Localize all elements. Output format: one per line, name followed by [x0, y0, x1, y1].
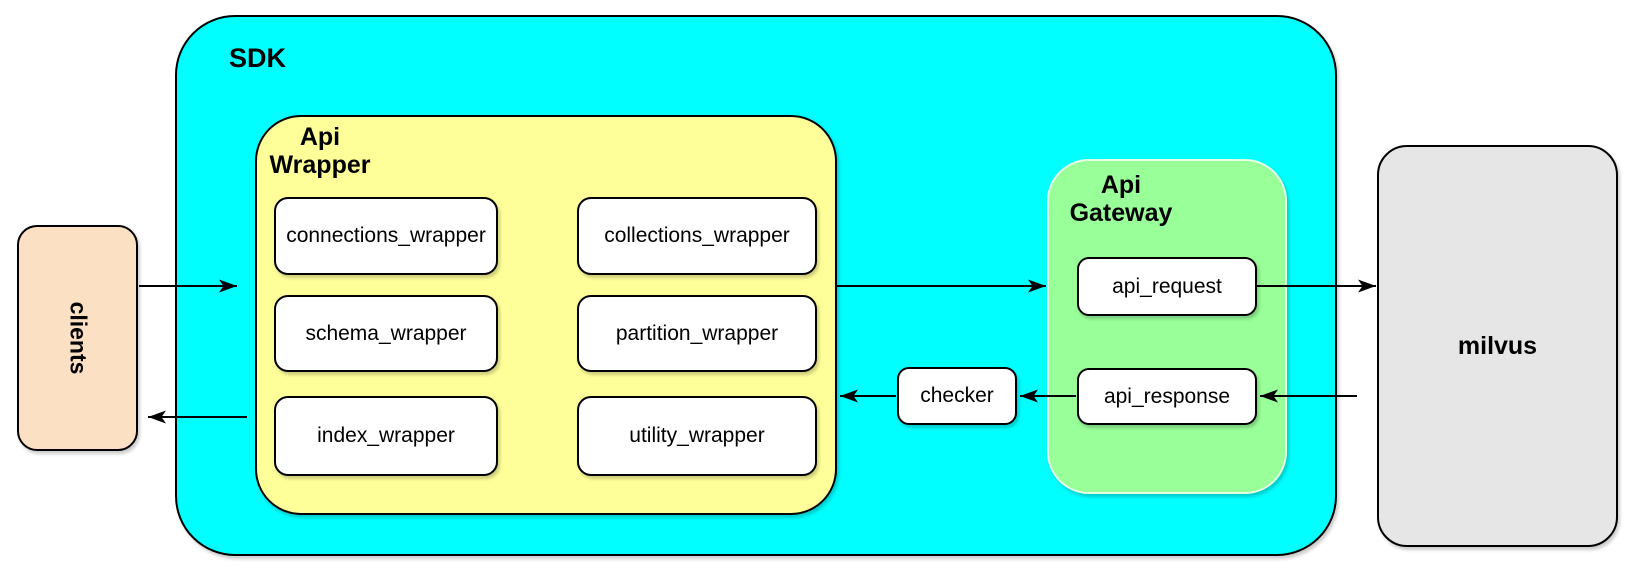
node-collections-wrapper: collections_wrapper	[577, 197, 817, 275]
node-api-response: api_response	[1077, 368, 1257, 425]
node-clients: clients	[17, 225, 138, 451]
api-gateway-label: Api Gateway	[1049, 171, 1193, 227]
sdk-label: SDK	[229, 43, 287, 73]
node-utility-wrapper: utility_wrapper	[577, 396, 817, 476]
node-connections-wrapper: connections_wrapper	[274, 197, 498, 275]
node-partition-wrapper: partition_wrapper	[577, 295, 817, 372]
clients-label: clients	[65, 301, 91, 375]
milvus-label: milvus	[1457, 331, 1538, 360]
node-schema-wrapper: schema_wrapper	[274, 295, 498, 372]
node-api-request: api_request	[1077, 257, 1257, 316]
api-wrapper-label-line1: Api	[299, 123, 341, 151]
api-gateway-label-line2: Gateway	[1069, 199, 1173, 227]
api-wrapper-label: Api Wrapper	[260, 123, 380, 179]
node-index-wrapper: index_wrapper	[274, 396, 498, 476]
node-milvus: milvus	[1377, 145, 1618, 547]
node-api-gateway: Api Gateway	[1047, 159, 1287, 494]
node-checker: checker	[897, 367, 1017, 425]
api-wrapper-label-line2: Wrapper	[269, 151, 371, 179]
api-gateway-label-line1: Api	[1100, 171, 1142, 199]
